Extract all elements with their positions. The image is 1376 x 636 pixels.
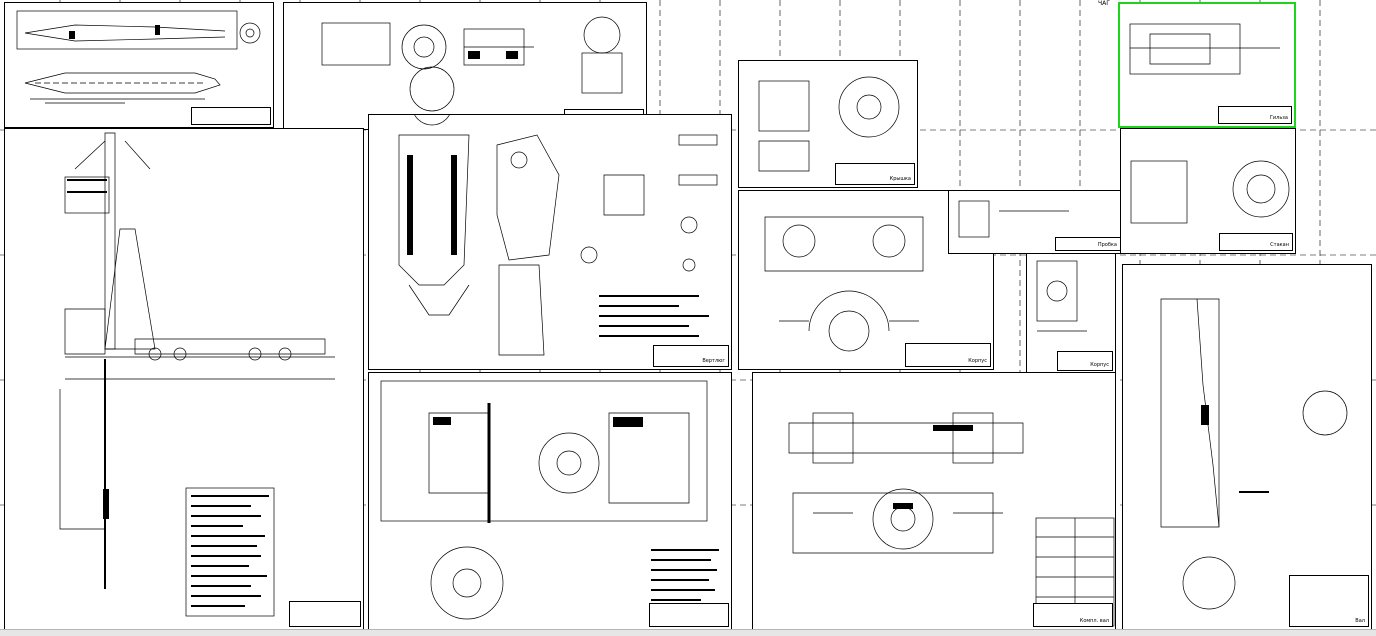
housing-drawing-lines	[764, 216, 924, 352]
sheet-title: Корпус	[968, 358, 987, 364]
sheet-flange-drawing[interactable]: Крышка	[738, 60, 918, 188]
sheet-shaft-drawing[interactable]	[4, 2, 274, 128]
sheet-valve-assembly[interactable]: Компл. вал	[752, 372, 1116, 630]
sheet-title: Вертлюг	[702, 358, 725, 364]
sheet-title: Вал	[1355, 618, 1365, 624]
sheet-title-block	[649, 603, 729, 627]
sheet-cylinder-drawing[interactable]: Стакан	[1120, 128, 1296, 254]
bill-of-materials	[185, 487, 275, 617]
bracket-drawing-lines	[1036, 260, 1087, 332]
sheet-title: Корпус	[1090, 362, 1109, 368]
sheet-title-block: Корпус	[905, 343, 991, 367]
sheet-power-swivel-assembly[interactable]: Вертлюг	[368, 84, 732, 370]
sheet-title-block: Вертлюг	[653, 345, 729, 367]
mandrel-drawing-lines	[1160, 298, 1348, 610]
status-bar	[0, 629, 1376, 636]
sheet-rig-general-view[interactable]	[4, 128, 364, 630]
sleeve-drawing-lines	[1129, 23, 1280, 75]
sheet-gearbox-section[interactable]	[368, 372, 732, 630]
sheet-title-block: Стакан	[1219, 233, 1293, 251]
rig-general-view-lines	[59, 132, 335, 589]
sheet-title-block	[191, 107, 271, 125]
sheet-mandrel-drawing[interactable]: Вал	[1122, 264, 1372, 630]
sheet-title-block: Пробка	[1055, 237, 1121, 251]
flange-drawing-lines	[758, 76, 900, 172]
plug-drawing-lines	[958, 200, 1069, 238]
sections-drawing-lines	[321, 16, 623, 112]
sheet-title-block: Крышка	[835, 163, 915, 185]
valve-assembly-lines	[788, 412, 1024, 554]
sheet-title-block	[289, 601, 361, 627]
sheet-title: Крышка	[889, 176, 911, 182]
sheet-plug-drawing[interactable]: Пробка	[948, 190, 1124, 254]
shaft-drawing-lines	[16, 10, 261, 104]
corner-mark: ЧАГ	[1098, 0, 1110, 7]
cylinder-drawing-lines	[1130, 160, 1290, 224]
sheet-bracket-drawing[interactable]: Корпус	[1026, 250, 1116, 374]
sheet-sleeve-drawing[interactable]: Гильза	[1118, 2, 1296, 128]
sheet-title: Стакан	[1270, 242, 1289, 248]
sheet-title-block: Вал	[1289, 575, 1369, 627]
sheet-title-block: Гильза	[1218, 106, 1292, 124]
power-swivel-lines	[398, 84, 718, 356]
sheet-title: Компл. вал	[1079, 618, 1109, 624]
sheet-title-block: Корпус	[1057, 351, 1113, 371]
sheet-title-block: Компл. вал	[1033, 603, 1113, 627]
sheet-title: Гильза	[1269, 115, 1288, 121]
sheet-title: Пробка	[1097, 242, 1117, 248]
sheet-sections-drawing[interactable]	[283, 2, 647, 130]
gearbox-section-lines	[380, 380, 719, 620]
